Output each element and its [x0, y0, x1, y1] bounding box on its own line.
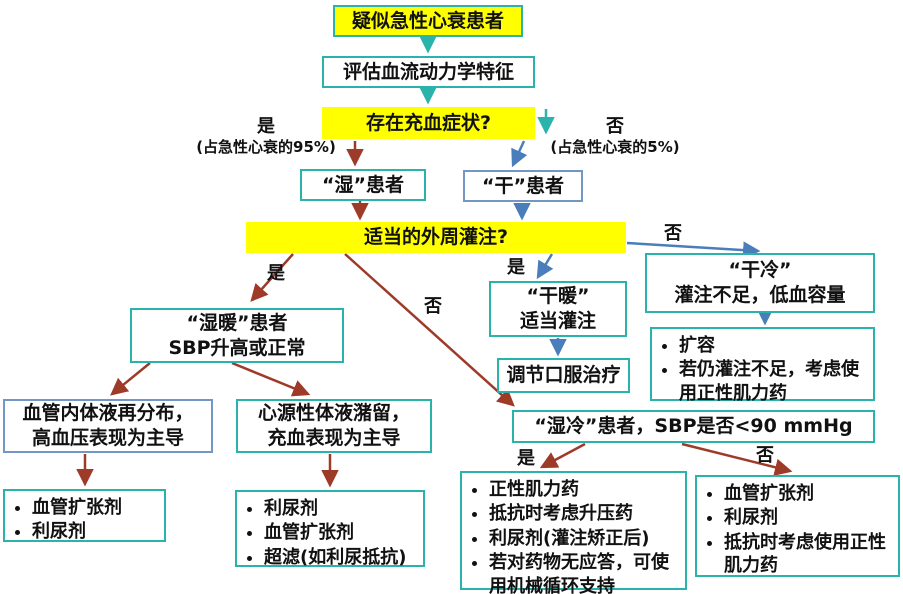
- arrow-wetwarm-to-retention: [231, 361, 311, 397]
- label-perfusion-yes-mid: 是: [507, 257, 525, 278]
- treatment-item: 利尿剂: [264, 497, 406, 520]
- oral-therapy-box: 调节口服治疗: [497, 358, 630, 393]
- label-perfusion-no-diag: 否: [424, 296, 442, 317]
- arrow-wetcold-yes-to-tx: [539, 442, 586, 469]
- redistribution-line2: 高血压表现为主导: [31, 427, 184, 449]
- dry-patient-box: “干”患者: [463, 170, 583, 202]
- arrow-wetwarm-to-redistribution: [110, 362, 151, 396]
- label-no-5-sub: (占急性心衰的5%): [550, 137, 680, 156]
- dry-cold-line1: “干冷”: [728, 259, 792, 282]
- label-no-5-text: 否: [606, 116, 624, 137]
- treatment-item: 利尿剂(灌注矫正后): [489, 527, 677, 550]
- treatment-item: 超滤(如利尿抵抗): [264, 546, 406, 569]
- treatment-item: 扩容: [679, 334, 865, 357]
- dry-cold-treatment-box: 扩容 若仍灌注不足，考虑使用正性肌力药: [650, 327, 875, 404]
- wet-patient-box: “湿”患者: [300, 169, 426, 201]
- treatment-item: 抵抗时考虑升压药: [489, 502, 677, 525]
- arrow-perfusion-yes-to-drywarm: [536, 253, 554, 280]
- arrow-no-to-dry: [511, 140, 528, 168]
- perfusion-question-box: 适当的外周灌注?: [246, 222, 626, 253]
- wet-cold-box: “湿冷”患者，SBP是否<90 mmHg: [512, 410, 875, 443]
- wet-cold-normal: “湿冷”患者，: [534, 415, 655, 438]
- label-sbp-no: 否: [756, 445, 774, 466]
- congestion-question-box: 存在充血症状?: [322, 107, 535, 139]
- retention-box: 心源性体液潴留， 充血表现为主导: [236, 399, 432, 453]
- label-no-5: 否 (占急性心衰的5%): [540, 116, 690, 156]
- retention-line2: 充血表现为主导: [267, 427, 401, 449]
- arrow-perfusion-no-to-wetcold: [344, 253, 515, 407]
- label-yes-95-sub: (占急性心衰的95%): [196, 137, 336, 156]
- treatment-vasodilator-box: 血管扩张剂 利尿剂: [3, 489, 166, 542]
- dry-cold-line2: 灌注不足，低血容量: [674, 284, 846, 306]
- retention-line1: 心源性体液潴留，: [257, 402, 410, 425]
- dry-warm-line2: 适当灌注: [519, 310, 596, 332]
- treatment-vasodilator2-box: 血管扩张剂 利尿剂 抵抗时考虑使用正性肌力药: [695, 475, 900, 577]
- label-perfusion-no-right: 否: [664, 223, 682, 244]
- dry-cold-box: “干冷” 灌注不足，低血容量: [645, 253, 875, 313]
- treatment-item: 利尿剂: [724, 506, 890, 529]
- wet-warm-line2: SBP升高或正常: [168, 336, 306, 359]
- treatment-item: 血管扩张剂: [32, 496, 122, 519]
- redistribution-line1: 血管内体液再分布，: [22, 402, 194, 425]
- treatment-item: 若仍灌注不足，考虑使用正性肌力药: [679, 358, 865, 405]
- label-sbp-yes: 是: [517, 448, 535, 469]
- label-yes-95: 是 (占急性心衰的95%): [185, 116, 347, 156]
- treatment-item: 若对药物无应答，可使用机械循环支持: [489, 551, 677, 594]
- wet-cold-bold: SBP是否<90 mmHg: [654, 415, 853, 438]
- treatment-item: 血管扩张剂: [264, 521, 406, 544]
- arrow-perfusion-no-to-drycold: [626, 241, 761, 259]
- redistribution-box: 血管内体液再分布， 高血压表现为主导: [3, 399, 213, 453]
- treatment-diuretic-box: 利尿剂 血管扩张剂 超滤(如利尿抵抗): [235, 490, 425, 569]
- treatment-item: 血管扩张剂: [724, 482, 890, 505]
- suspect-patient-box: 疑似急性心衰患者: [333, 5, 523, 37]
- wet-warm-line1: “湿暖”患者: [186, 311, 288, 334]
- treatment-inotrope-box: 正性肌力药 抵抗时考虑升压药 利尿剂(灌注矫正后) 若对药物无应答，可使用机械循…: [460, 471, 687, 594]
- dry-warm-line1: “干暖”: [526, 285, 590, 308]
- treatment-item: 利尿剂: [32, 520, 122, 543]
- wet-warm-box: “湿暖”患者 SBP升高或正常: [130, 308, 344, 363]
- label-perfusion-yes-left: 是: [267, 263, 285, 284]
- treatment-item: 正性肌力药: [489, 478, 677, 501]
- treatment-item: 抵抗时考虑使用正性肌力药: [724, 531, 890, 578]
- dry-warm-box: “干暖” 适当灌注: [489, 281, 627, 337]
- label-yes-95-text: 是: [257, 116, 275, 137]
- assess-hemodynamics-box: 评估血流动力学特征: [322, 56, 535, 88]
